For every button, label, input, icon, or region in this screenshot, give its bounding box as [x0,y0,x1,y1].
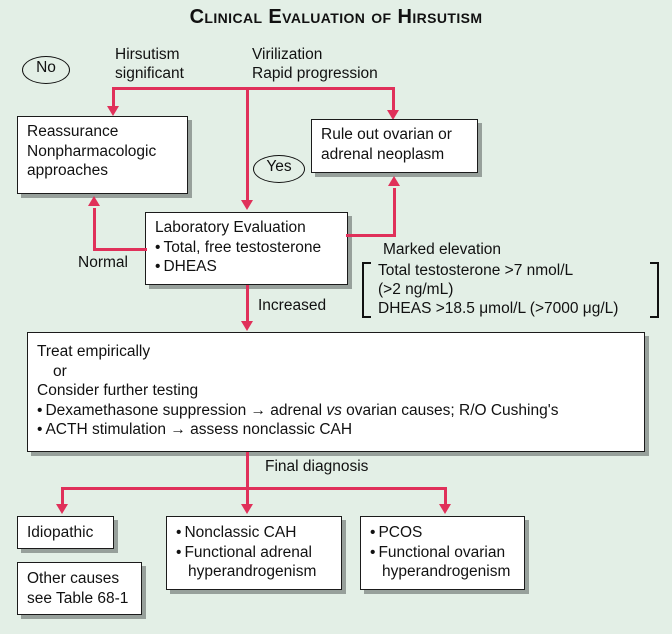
ovarian-item-2-continuation: hyperandrogenism [382,563,511,580]
hirsutism-significant-label-line1: Hirsutism [115,46,180,63]
arrowhead-to-treat-box [241,321,253,331]
box-idiopathic: Idiopathic [17,516,114,549]
virilization-label-line2: Rapid progression [252,65,378,82]
other-causes-line-2: see Table 68-1 [27,589,129,607]
bullet-icon: • [176,543,185,561]
other-causes-line-1: Other causes [27,570,120,587]
idiopathic-line-1: Idiopathic [27,524,94,541]
treat-item-2: •ACTH stimulation → assess nonclassic CA… [37,421,353,438]
arrowhead-to-rule-out-marked [388,176,400,186]
reassurance-line-1: Reassurance [27,123,119,140]
arrowhead-to-idiopathic [56,504,68,514]
adrenal-item-1: •Nonclassic CAH [176,524,297,541]
bullet-icon: • [370,543,379,561]
connector-normal-horizontal [93,248,147,251]
page-title: Clinical Evaluation of Hirsutism [189,6,483,28]
connector-final-bus [61,487,447,490]
treat-line-1: Treat empirically [37,343,151,360]
arrowhead-to-reassurance [107,106,119,116]
arrowhead-to-rule-out [387,110,399,120]
connector-increased-stem [246,285,249,324]
reassurance-line-2: Nonpharmacologic [27,142,157,160]
treat-line-2: or [53,362,67,380]
normal-label: Normal [78,254,128,271]
connector-final-stem [246,452,249,490]
box-rule-out-neoplasm: Rule out ovarian or adrenal neoplasm [311,119,478,173]
ovarian-item-1: •PCOS [370,524,423,541]
connector-top-left-stem [112,87,115,108]
marked-elevation-line-2: (>2 ng/mL) [378,281,454,298]
arrowhead-to-adrenal-box [241,504,253,514]
increased-label: Increased [258,297,327,314]
connector-marked-vertical [393,188,396,236]
hirsutism-significant-label-line2: significant [115,65,184,82]
connector-final-left-stem [61,487,64,506]
laboratory-item-1: •Total, free testosterone [155,238,322,256]
connector-normal-vertical [93,208,96,250]
box-other-causes: Other causes see Table 68-1 [17,562,142,615]
bracket-right [650,262,659,318]
bullet-icon: • [176,524,185,541]
yes-decision-badge: Yes [253,155,305,183]
marked-elevation-line-1: Total testosterone >7 nmol/L [378,262,574,279]
connector-top-bus [112,87,395,90]
reassurance-line-3: approaches [27,162,109,179]
connector-top-middle-stem [246,87,249,202]
arrowhead-to-reassurance-normal [88,196,100,206]
box-treat-empirically: Treat empirically or Consider further te… [27,332,645,452]
bullet-icon: • [155,258,164,275]
connector-top-right-stem [392,87,395,112]
treat-item-1: •Dexamethasone suppression → adrenal vs … [37,401,559,419]
adrenal-item-2-continuation: hyperandrogenism [188,563,317,580]
virilization-label-line1: Virilization [252,46,323,63]
connector-final-right-stem [444,487,447,506]
final-diagnosis-label: Final diagnosis [265,458,369,475]
bullet-icon: • [37,401,46,419]
box-adrenal-diagnoses: •Nonclassic CAH •Functional adrenal hype… [166,516,342,590]
bracket-left [362,262,371,318]
arrowhead-to-laboratory [241,200,253,210]
connector-final-middle-stem [246,487,249,506]
adrenal-item-2: •Functional adrenal [176,543,312,561]
arrowhead-to-ovarian-box [439,504,451,514]
marked-elevation-line-3: DHEAS >18.5 μmol/L (>7000 μg/L) [378,300,619,317]
laboratory-heading: Laboratory Evaluation [155,219,306,236]
box-ovarian-diagnoses: •PCOS •Functional ovarian hyperandrogeni… [360,516,525,590]
bullet-icon: • [370,524,379,541]
treat-line-3: Consider further testing [37,382,199,399]
marked-elevation-label: Marked elevation [383,241,502,258]
box-reassurance: Reassurance Nonpharmacologic approaches [17,116,188,194]
connector-marked-horizontal [346,234,396,237]
laboratory-item-2: •DHEAS [155,258,217,275]
bullet-icon: • [37,421,46,438]
rule-out-line-1: Rule out ovarian or [321,126,452,143]
box-laboratory-evaluation: Laboratory Evaluation •Total, free testo… [145,212,348,285]
ovarian-item-2: •Functional ovarian [370,543,506,561]
no-decision-badge: No [22,56,70,84]
bullet-icon: • [155,238,164,256]
rule-out-line-2: adrenal neoplasm [321,145,445,163]
